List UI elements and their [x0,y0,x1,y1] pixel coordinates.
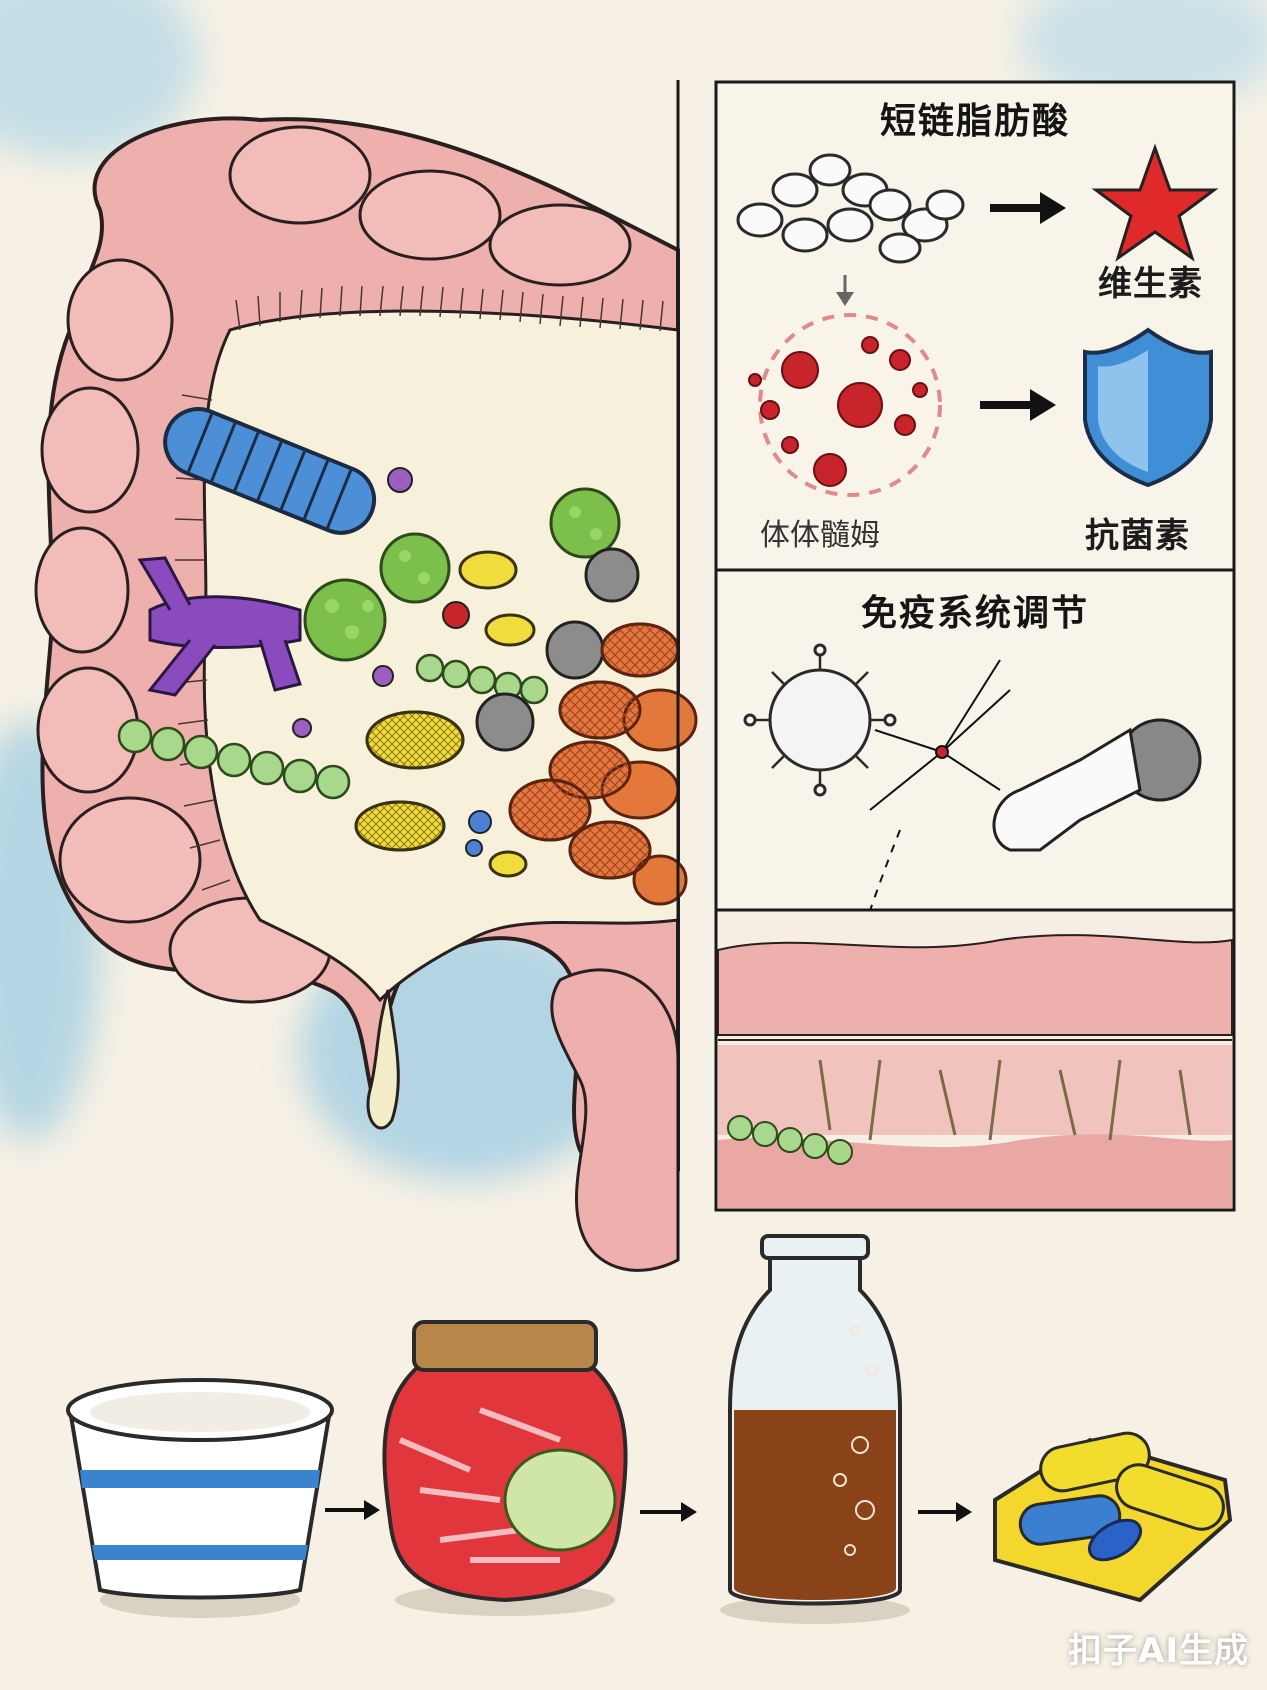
immune-panel-title: 免疫系统调节 [860,593,1089,634]
arrow-right-icon [1040,192,1066,224]
blue-rod-bacterium-icon [163,407,377,535]
vitamin-label: 维生素 [1098,264,1203,304]
grey-bacterium-icon [475,547,640,752]
body-label: 体体髓姆 [760,518,880,553]
antibacterial-label: 抗菌素 [1085,516,1190,556]
purple-branched-bacterium-icon [137,556,302,697]
gloved-hand-icon [992,718,1202,852]
yellow-bacterium-icon [354,550,536,878]
arrow-right-icon [364,1500,380,1520]
molecule-chain-icon [736,153,965,264]
arrow-down-icon [836,292,854,306]
kimchi-jar-icon [382,1320,628,1616]
probiotic-capsules-icon [993,1431,1233,1603]
green-coccus-icon [303,487,621,662]
intestinal-wall-cross-section [717,934,1233,1208]
star-icon [1091,143,1219,262]
yogurt-cup-icon [66,1378,334,1618]
green-chain-bacterium-icon [117,653,549,800]
red-cell-cluster-icon [748,313,942,497]
arrow-right-icon [681,1502,697,1522]
shield-icon [1083,327,1213,488]
watermark: 扣子AI生成 [1068,1631,1249,1671]
kombucha-bottle-icon [720,1234,910,1624]
white-virus-icon [743,643,897,797]
scfa-panel [714,80,1236,572]
scfa-panel-title: 短链脂肪酸 [879,101,1070,142]
arrow-right-icon [956,1502,972,1522]
